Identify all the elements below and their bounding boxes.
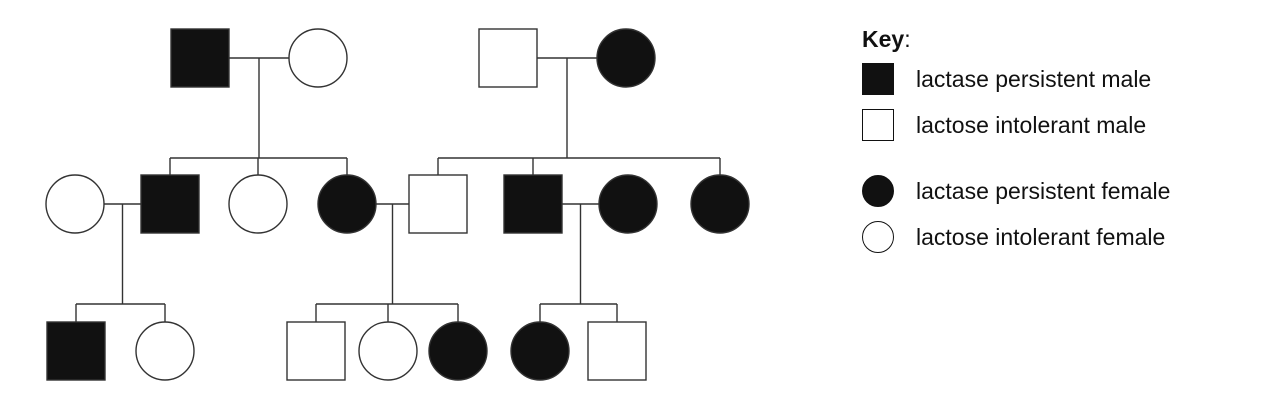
lactase-persistent-female-circle <box>598 174 658 234</box>
key-label: lactase persistent female <box>916 177 1171 204</box>
lactose-intolerant-female-circle <box>358 321 418 381</box>
lactase-persistent-male-square <box>170 28 230 88</box>
key-label: lactose intolerant male <box>916 111 1147 138</box>
lactase-persistent-female-circle <box>510 321 570 381</box>
lactase-persistent-female-circle <box>428 321 488 381</box>
key-legend: Key: lactase persistent male lactose int… <box>862 26 1170 267</box>
open-circle-icon <box>862 221 894 253</box>
lactase-persistent-male-square <box>46 321 106 381</box>
lactose-intolerant-male-square <box>587 321 647 381</box>
lactose-intolerant-male-square <box>478 28 538 88</box>
lactase-persistent-female-circle <box>690 174 750 234</box>
pedigree-chart <box>45 28 750 381</box>
lactase-persistent-female-circle <box>596 28 656 88</box>
key-title: Key: <box>862 26 911 52</box>
key-item-lactase-persistent-male: lactase persistent male <box>862 63 1170 95</box>
lactose-intolerant-female-circle <box>135 321 195 381</box>
lactose-intolerant-female-circle <box>228 174 288 234</box>
open-square-icon <box>862 109 894 141</box>
key-label: lactose intolerant female <box>916 223 1166 250</box>
lactose-intolerant-male-square <box>286 321 346 381</box>
filled-circle-icon <box>862 175 894 207</box>
key-item-lactose-intolerant-male: lactose intolerant male <box>862 109 1170 141</box>
filled-square-icon <box>862 63 894 95</box>
key-label: lactase persistent male <box>916 65 1152 92</box>
key-item-lactose-intolerant-female: lactose intolerant female <box>862 221 1170 253</box>
lactose-intolerant-female-circle <box>45 174 105 234</box>
lactase-persistent-female-circle <box>317 174 377 234</box>
key-item-lactase-persistent-female: lactase persistent female <box>862 175 1170 207</box>
lactase-persistent-male-square <box>140 174 200 234</box>
lactase-persistent-male-square <box>503 174 563 234</box>
lactose-intolerant-male-square <box>408 174 468 234</box>
lactose-intolerant-female-circle <box>288 28 348 88</box>
